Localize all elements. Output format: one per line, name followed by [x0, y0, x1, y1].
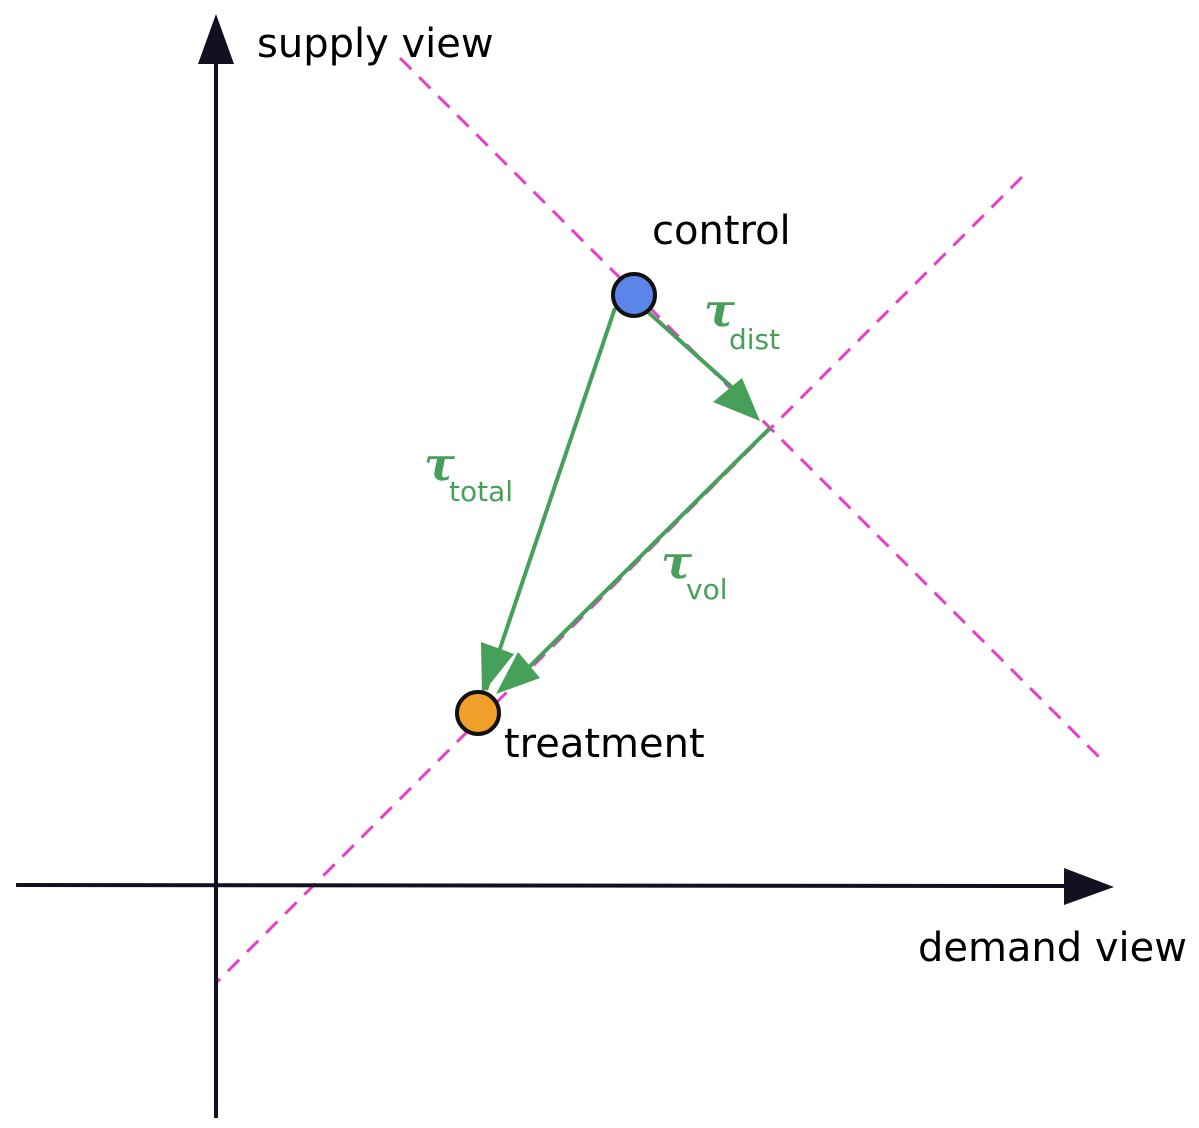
tau-total-symbol: τ: [424, 437, 455, 491]
control-label: control: [652, 208, 791, 254]
y-axis-label: supply view: [257, 21, 494, 67]
tau-total-label: τ total: [424, 437, 513, 508]
tau-dist-symbol: τ: [704, 283, 735, 337]
y-axis: [198, 14, 234, 1118]
tau-total-arrowhead: [481, 642, 514, 694]
x-axis-arrowhead: [1064, 868, 1114, 905]
tau-dist-arrow: [646, 310, 737, 392]
tau-vol-symbol: τ: [661, 535, 692, 589]
tau-vol-arrowhead: [496, 652, 540, 694]
tau-total-subscript: total: [449, 475, 513, 508]
tau-dist-arrowhead: [713, 378, 760, 421]
x-axis: [15, 868, 1114, 905]
tau-total-arrow: [484, 307, 617, 691]
tau-dist-label: τ dist: [704, 283, 780, 356]
y-axis-arrowhead: [198, 14, 234, 64]
tau-dist-subscript: dist: [729, 323, 780, 356]
treatment-label: treatment: [504, 721, 705, 767]
tau-vol-subscript: vol: [686, 573, 727, 606]
treatment-point: [455, 690, 501, 736]
x-axis-label: demand view: [918, 925, 1187, 971]
tau-vol-arrow: [522, 426, 772, 674]
control-point: [611, 272, 657, 318]
tau-vol-label: τ vol: [661, 535, 727, 606]
